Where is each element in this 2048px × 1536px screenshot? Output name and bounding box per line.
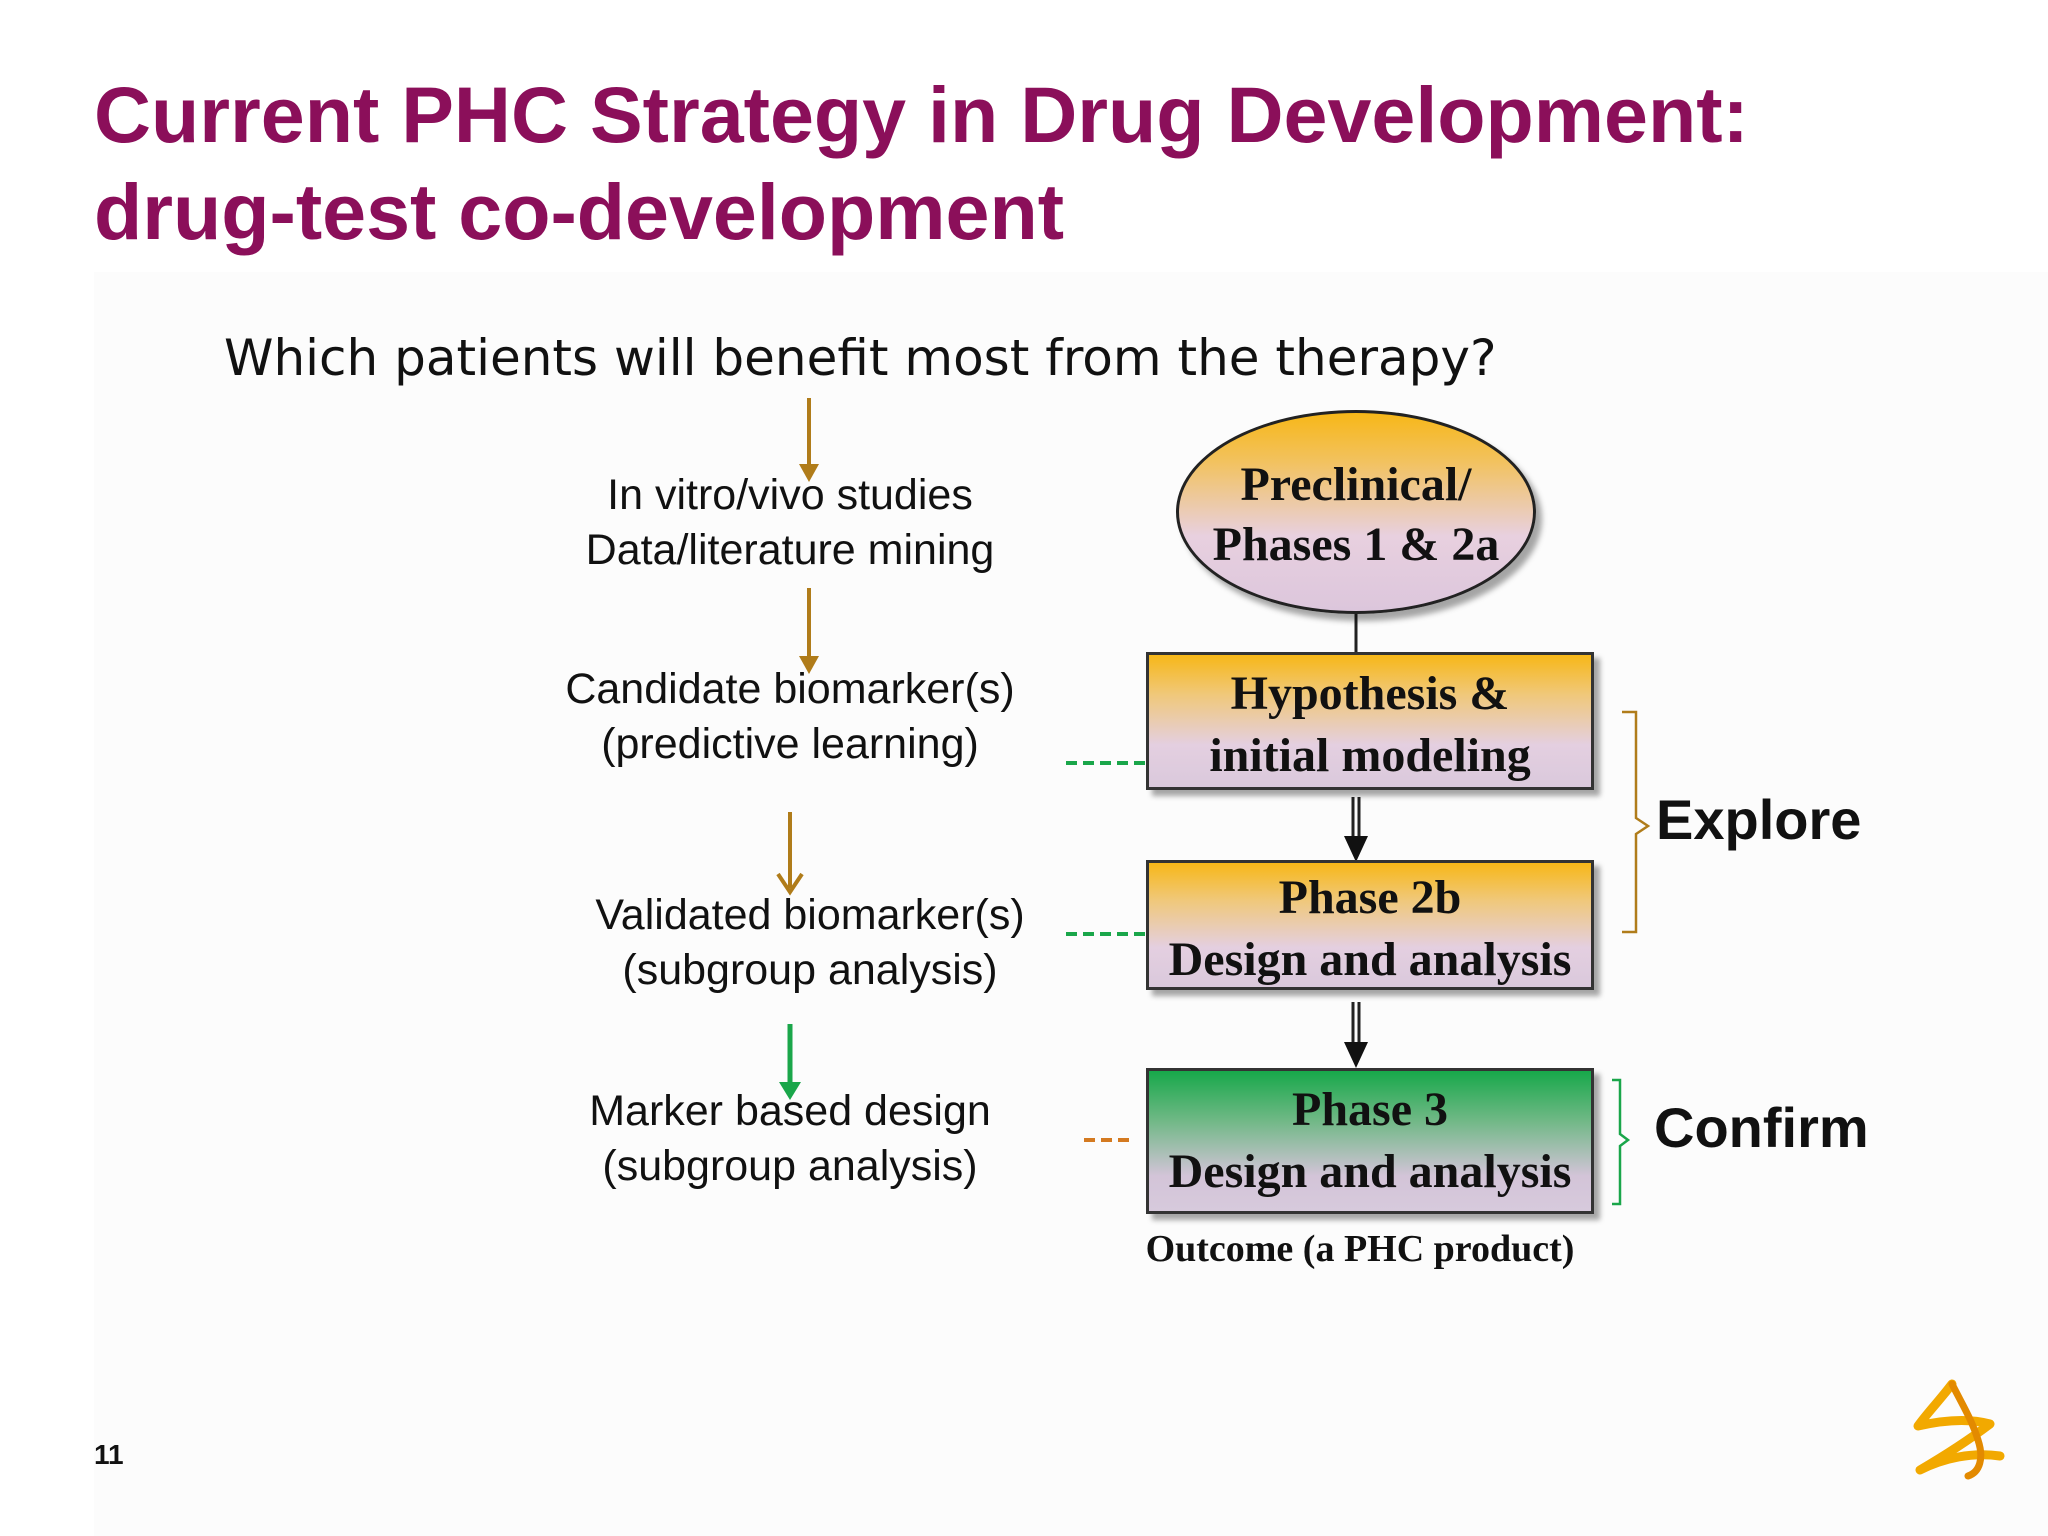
left-item-studies-line2: Data/literature mining xyxy=(585,526,995,574)
slide-title: Current PHC Strategy in Drug Development… xyxy=(94,66,1749,260)
content-panel xyxy=(94,272,2048,1536)
phase3-line1: Phase 3 xyxy=(1292,1083,1448,1136)
phase2b-box: Phase 2b Design and analysis xyxy=(1146,860,1594,990)
left-item-marker-line1: Marker based design xyxy=(589,1087,991,1135)
page-number: 11 xyxy=(94,1439,124,1470)
left-item-candidate-line2: (predictive learning) xyxy=(601,720,979,768)
hypothesis-line1: Hypothesis & xyxy=(1230,667,1510,720)
hypothesis-line2: initial modeling xyxy=(1209,729,1531,782)
left-item-marker-line2: (subgroup analysis) xyxy=(602,1142,978,1190)
explore-label: Explore xyxy=(1656,788,1862,851)
question-text: Which patients will benefit most from th… xyxy=(224,329,1497,387)
preclinical-line2: Phases 1 & 2a xyxy=(1212,518,1500,571)
title-line-1: Current PHC Strategy in Drug Development… xyxy=(94,70,1749,159)
left-item-marker-design: Marker based design (subgroup analysis) xyxy=(560,1084,1020,1194)
phase2b-line1: Phase 2b xyxy=(1278,871,1462,924)
phase2b-line2: Design and analysis xyxy=(1168,933,1572,986)
hypothesis-box: Hypothesis & initial modeling xyxy=(1146,652,1594,790)
preclinical-ellipse: Preclinical/ Phases 1 & 2a xyxy=(1176,410,1536,614)
left-item-validated-line1: Validated biomarker(s) xyxy=(595,891,1025,939)
confirm-label: Confirm xyxy=(1654,1096,1869,1159)
phase3-box: Phase 3 Design and analysis xyxy=(1146,1068,1594,1214)
left-item-validated-biomarker: Validated biomarker(s) (subgroup analysi… xyxy=(560,888,1060,998)
outcome-label: Outcome (a PHC product) xyxy=(1145,1228,1575,1270)
phase3-line2: Design and analysis xyxy=(1168,1145,1572,1198)
left-item-studies: In vitro/vivo studies Data/literature mi… xyxy=(560,468,1020,578)
left-item-studies-line1: In vitro/vivo studies xyxy=(607,471,973,519)
title-line-2: drug-test co-development xyxy=(94,167,1065,256)
left-item-candidate-line1: Candidate biomarker(s) xyxy=(565,665,1015,713)
left-item-candidate-biomarker: Candidate biomarker(s) (predictive learn… xyxy=(540,662,1040,772)
left-item-validated-line2: (subgroup analysis) xyxy=(622,946,998,994)
preclinical-line1: Preclinical/ xyxy=(1240,458,1472,511)
